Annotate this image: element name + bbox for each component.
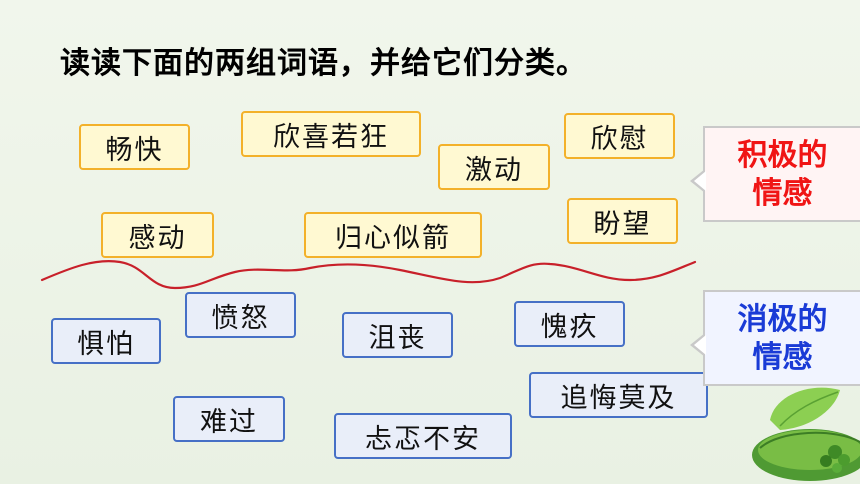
word-chip[interactable]: 归心似箭 <box>304 212 482 258</box>
category-positive-line2: 情感 <box>752 176 813 211</box>
word-chip[interactable]: 愤怒 <box>185 292 296 338</box>
category-positive-callout: 积极的 情感 <box>690 126 860 222</box>
word-chip[interactable]: 追悔莫及 <box>529 372 708 418</box>
word-chip[interactable]: 沮丧 <box>342 312 453 358</box>
wavy-divider <box>40 260 697 290</box>
word-chip[interactable]: 激动 <box>438 144 550 190</box>
word-chip[interactable]: 忐忑不安 <box>334 413 512 459</box>
category-negative-line2: 情感 <box>752 340 813 375</box>
word-chip[interactable]: 愧疚 <box>514 301 625 347</box>
category-positive-line1: 积极的 <box>737 138 828 173</box>
word-chip[interactable]: 盼望 <box>567 198 678 244</box>
lotus-leaf-decoration-icon <box>752 387 860 481</box>
category-negative-line1: 消极的 <box>737 302 828 337</box>
word-chip[interactable]: 欣慰 <box>564 113 675 159</box>
instruction-text: 读读下面的两组词语，并给它们分类。 <box>60 46 587 81</box>
word-chip[interactable]: 惧怕 <box>51 318 161 364</box>
word-chip[interactable]: 感动 <box>101 212 214 258</box>
word-chip[interactable]: 难过 <box>173 396 285 442</box>
word-chip[interactable]: 畅快 <box>79 124 190 170</box>
word-chip[interactable]: 欣喜若狂 <box>241 111 421 157</box>
category-negative-callout: 消极的 情感 <box>690 290 860 386</box>
